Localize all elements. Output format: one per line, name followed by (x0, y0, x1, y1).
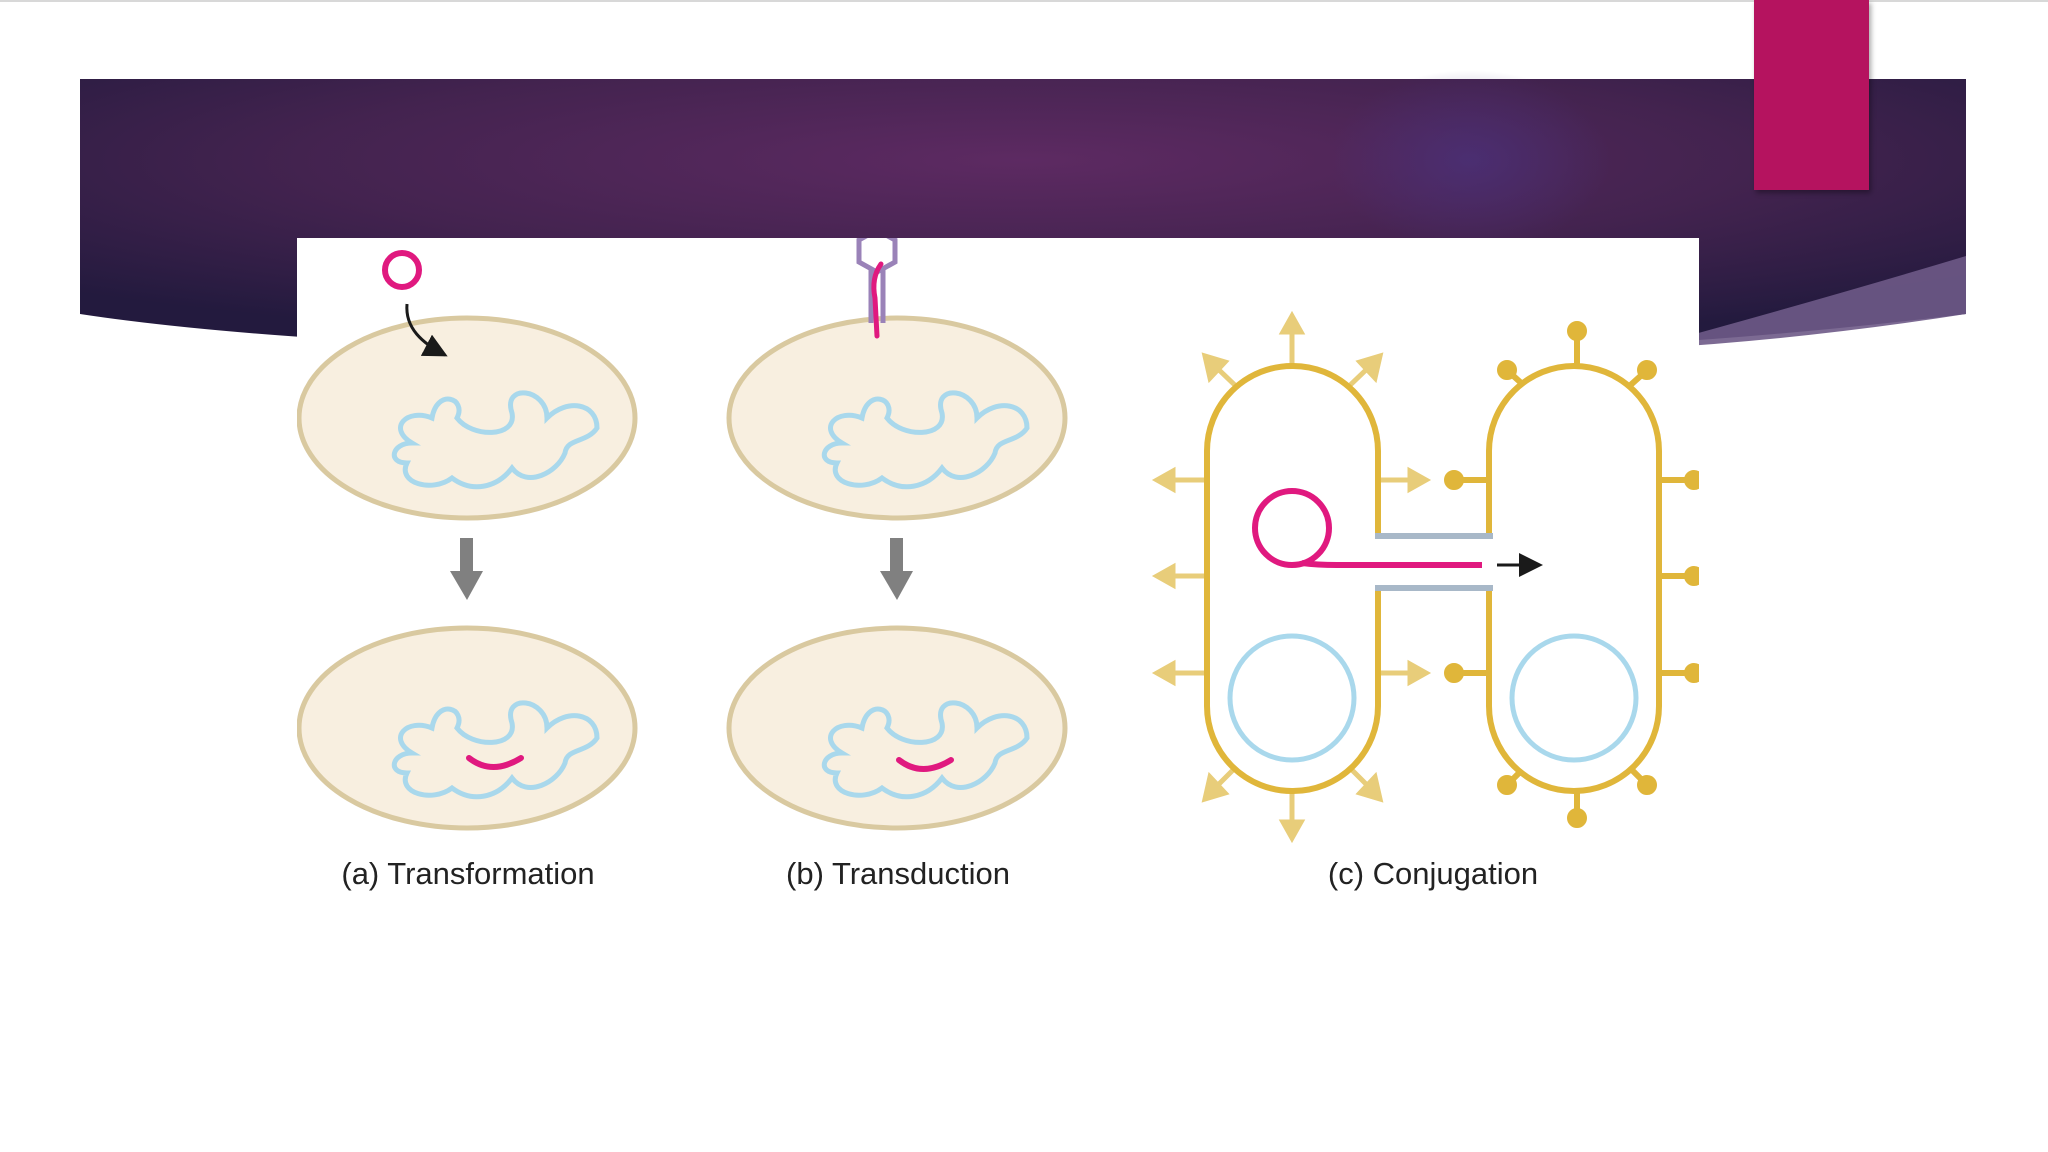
conjugation-bridge (1372, 533, 1495, 591)
recipient-pili (1444, 321, 1699, 828)
bacteriophage-icon (856, 238, 898, 339)
recipient-cell (1486, 363, 1662, 794)
caption-transduction: (b) Transduction (786, 856, 1010, 891)
process-arrow-a (450, 538, 483, 600)
top-border (0, 0, 2048, 2)
panel-conjugation (1151, 310, 1699, 844)
donor-dna-fragment (382, 250, 422, 290)
chromosome-top (392, 390, 600, 490)
process-arrow-b (880, 538, 913, 600)
uptake-arrow (405, 303, 448, 357)
transferring-dna-strand (1301, 560, 1482, 568)
banner-light-band (1640, 256, 1966, 349)
chromosome-top (822, 390, 1030, 490)
banner-glow (1330, 70, 1610, 250)
donor-pili (1151, 310, 1432, 844)
gene-transfer-figure (297, 238, 1699, 928)
accent-tab (1754, 0, 1869, 190)
recombined-dna (466, 755, 524, 770)
plasmid (1252, 488, 1332, 568)
panel-transduction (726, 238, 1068, 831)
caption-conjugation: (c) Conjugation (1327, 856, 1539, 891)
chromosome-bottom (822, 700, 1030, 800)
donor-chromosome (1227, 633, 1357, 763)
donor-cell (1204, 363, 1381, 794)
recipient-chromosome (1509, 633, 1639, 763)
chromosome-bottom (392, 700, 600, 800)
gene-transfer-diagram (297, 238, 1699, 844)
recombined-dna (896, 757, 954, 772)
caption-transformation: (a) Transformation (341, 856, 595, 891)
panel-transformation (297, 250, 638, 831)
